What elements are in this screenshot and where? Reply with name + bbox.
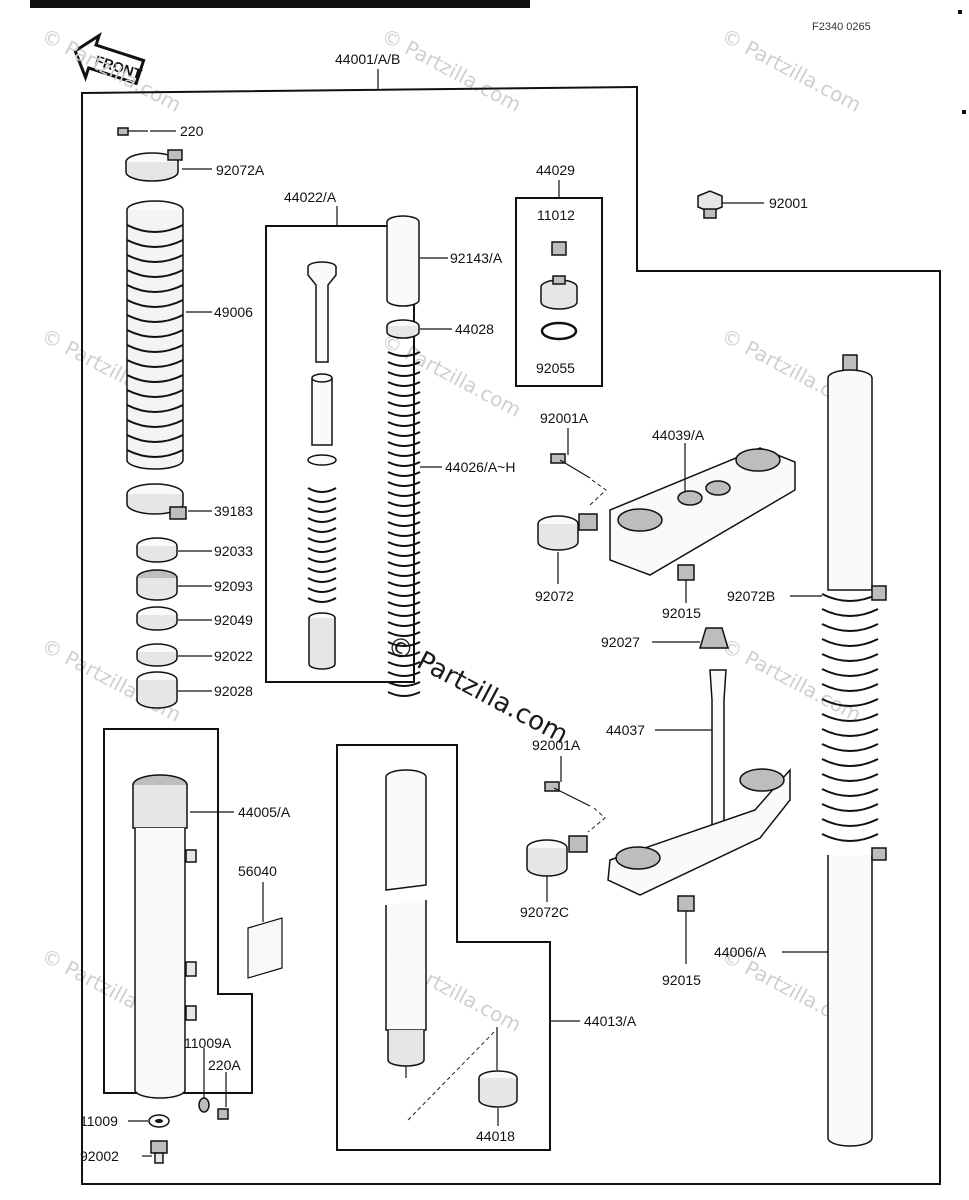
label-49006: 49006 (214, 304, 253, 320)
label-44022: 44022/A (284, 189, 337, 205)
label-92072A: 92072A (216, 162, 265, 178)
part-92072-clamp (537, 513, 598, 551)
part-92001A-top-bolt (550, 453, 591, 479)
front-arrow: FRONT (73, 32, 146, 86)
label-44006: 44006/A (714, 944, 767, 960)
label-44001: 44001/A/B (335, 51, 400, 67)
watermark-2: © Partzilla.com (378, 23, 526, 117)
dash-92001A-top (589, 479, 607, 506)
label-44018: 44018 (476, 1128, 515, 1144)
part-220-screw (117, 127, 148, 136)
label-11009A: 11009A (184, 1035, 232, 1051)
watermark-3: © Partzilla.com (718, 23, 866, 117)
part-11009A-washer (198, 1097, 210, 1113)
label-92001A-bottom: 92001A (532, 737, 581, 753)
part-92015-bottom-nut (677, 895, 695, 912)
label-44026: 44026/A~H (445, 459, 515, 475)
header: 80-83 KDX250 E1/B2/C3 FRAME F2340 0265 (30, 0, 966, 114)
label-39183: 39183 (214, 503, 253, 519)
page-title-fragment: 80-83 KDX250 E1/B2/C3 FRAME (40, 0, 176, 9)
part-39183-clamp (126, 483, 187, 520)
watermark-center: © Partzilla.com (382, 630, 573, 751)
part-44006-right-fork (821, 354, 887, 1147)
part-92001-bolt (697, 190, 723, 219)
label-220: 220 (180, 123, 204, 139)
label-44039: 44039/A (652, 427, 705, 443)
part-44028-washer (386, 319, 420, 339)
label-11009: 11009 (80, 1113, 118, 1129)
label-92072C: 92072C (520, 904, 569, 920)
part-11012-valve (551, 241, 567, 256)
dash-92001A-bottom (587, 807, 606, 833)
label-92072: 92072 (535, 588, 574, 604)
part-11009-washer (148, 1114, 170, 1128)
inner-tube-frame-44013 (336, 744, 551, 1151)
part-44029-fork-cap (540, 241, 578, 341)
label-44028: 44028 (455, 321, 494, 337)
front-arrow-icon (73, 32, 146, 86)
label-92027: 92027 (601, 634, 640, 650)
part-92027-cap (698, 627, 730, 649)
part-49006-boot (126, 200, 184, 470)
label-92002: 92002 (80, 1148, 119, 1164)
left-column-parts (117, 127, 212, 709)
part-92093-seal (136, 569, 178, 601)
label-44013: 44013/A (584, 1013, 637, 1029)
label-92049: 92049 (214, 612, 253, 628)
part-44039-upper-bracket (609, 447, 796, 576)
label-92055: 92055 (536, 360, 575, 376)
label-92015-top: 92015 (662, 605, 701, 621)
label-92093: 92093 (214, 578, 253, 594)
title-bar (30, 0, 530, 8)
corner-mark-top (958, 10, 962, 14)
part-labels: 44001/A/B 220 92072A 44022/A 44029 11012… (80, 51, 808, 1164)
part-92143-spacer (386, 215, 420, 307)
label-44005: 44005/A (238, 804, 291, 820)
label-92022: 92022 (214, 648, 253, 664)
label-92015-bottom: 92015 (662, 972, 701, 988)
part-92001A-bottom-bolt (544, 781, 591, 807)
part-220A-bolt (217, 1108, 229, 1120)
figure-code: F2340 0265 (812, 21, 871, 33)
part-44018-bushing (478, 1070, 518, 1108)
part-92002-bolt (150, 1140, 168, 1164)
label-56040: 56040 (238, 863, 277, 879)
part-92022-clip (136, 643, 178, 667)
label-220A: 220A (208, 1057, 241, 1073)
label-92143: 92143/A (450, 250, 503, 266)
part-92015-top-nut (677, 564, 695, 581)
part-92072C-clamp (526, 835, 588, 877)
part-44037-steering-stem (607, 669, 791, 896)
label-92033: 92033 (214, 543, 253, 559)
part-92072A-clamp (125, 149, 183, 182)
part-56040-label (247, 917, 283, 979)
label-44037: 44037 (606, 722, 645, 738)
label-44029: 44029 (536, 162, 575, 178)
part-92049-washer (136, 606, 178, 631)
label-92001: 92001 (769, 195, 808, 211)
part-44026-fork-spring (387, 351, 421, 697)
part-92028-bushing (136, 671, 178, 709)
corner-mark-right (962, 110, 966, 114)
watermark-1: © Partzilla.com (38, 23, 186, 117)
part-44005-outer-tube (132, 774, 197, 1099)
label-92028: 92028 (214, 683, 253, 699)
part-44022-damper-rod (307, 261, 337, 670)
label-11012: 11012 (537, 207, 575, 223)
label-92001A-top: 92001A (540, 410, 589, 426)
part-92055-o-ring (540, 321, 578, 341)
part-44013-inner-tube (385, 769, 427, 1078)
assembly-frame-44001 (81, 85, 941, 1185)
watermark-8: © Partzilla.com (718, 633, 866, 727)
outer-tube-frame-44005 (103, 728, 253, 1094)
label-92072B: 92072B (727, 588, 775, 604)
part-92033-ring (136, 537, 178, 563)
